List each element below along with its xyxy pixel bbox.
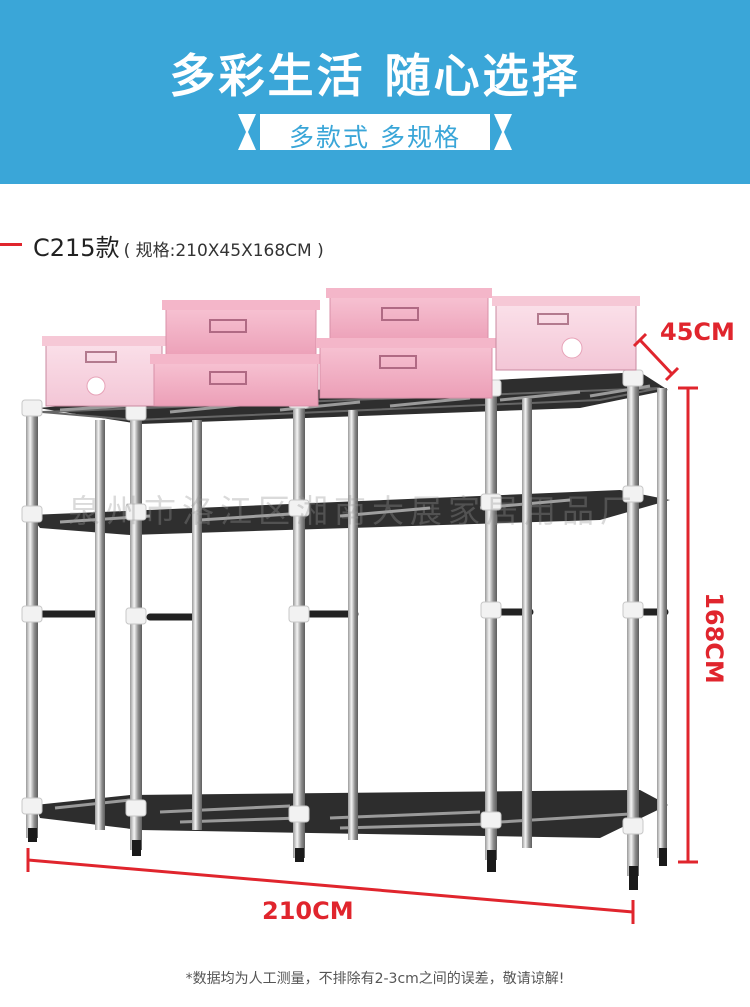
ribbon-shape bbox=[238, 114, 512, 150]
model-accent-bar bbox=[0, 243, 22, 246]
wardrobe-rack-image bbox=[21, 288, 698, 924]
product-illustration bbox=[0, 270, 750, 950]
header-banner: 多彩生活 随心选择 多款式 多规格 bbox=[0, 0, 750, 184]
banner-title: 多彩生活 随心选择 bbox=[169, 49, 581, 103]
feet bbox=[28, 828, 667, 890]
model-spec: ( 规格:210X45X168CM ) bbox=[123, 241, 324, 261]
banner-subtitle: 多款式 多规格 bbox=[289, 123, 461, 152]
dimension-lines bbox=[26, 332, 698, 924]
connectors bbox=[21, 369, 644, 835]
height-dimension: 168CM bbox=[699, 592, 728, 684]
model-heading: C215款( 规格:210X45X168CM ) bbox=[33, 228, 324, 263]
measurement-disclaimer: *数据均为人工测量，不排除有2-3cm之间的误差，敬请谅解! bbox=[185, 971, 565, 987]
watermark: 泉州市洛江区湘南大展家居用品厂 bbox=[68, 492, 639, 530]
width-dimension: 210CM bbox=[262, 897, 354, 925]
depth-dimension: 45CM bbox=[660, 318, 735, 346]
storage-boxes bbox=[42, 288, 640, 407]
model-name: C215款 bbox=[33, 234, 120, 262]
subtitle-ribbon: 多款式 多规格 bbox=[238, 110, 512, 154]
